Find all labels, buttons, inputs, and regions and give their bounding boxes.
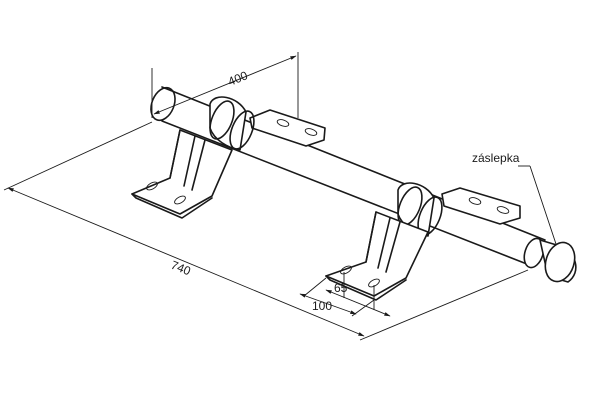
dimension-740: 740 — [3, 121, 529, 341]
dimension-65-label: 65 — [334, 281, 348, 295]
end-cap-label: záslepka — [472, 151, 520, 165]
left-bracket-rear-tab — [249, 109, 326, 147]
dimension-100: 100 — [299, 277, 375, 317]
right-bracket-rear-tab — [441, 187, 521, 225]
dimension-400-label: 400 — [226, 68, 250, 89]
dimension-740-label: 740 — [169, 258, 193, 279]
dimension-100-label: 100 — [312, 299, 332, 313]
right-clamp-ring — [397, 182, 443, 237]
end-cap — [523, 237, 577, 283]
end-cap-callout: záslepka — [472, 151, 557, 245]
